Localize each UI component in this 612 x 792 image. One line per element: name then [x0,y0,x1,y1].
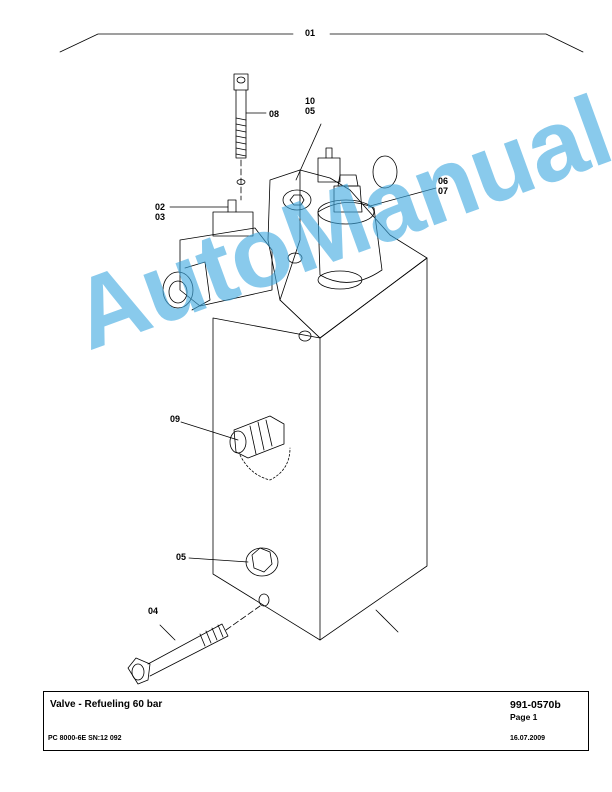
group-bracket-right [329,33,584,53]
test-coupling-09 [229,415,291,481]
part-label-08: 08 [269,109,280,119]
bolt-04 [127,623,229,685]
manifold-body [267,169,428,339]
washer-08 [236,179,246,185]
exploded-parts-drawing [59,33,584,685]
block-plug-lower [245,547,279,577]
part-label-06-07: 06 07 [438,176,449,196]
right-solenoid-coil [317,202,383,283]
part-label-05: 05 [176,552,187,562]
bolt-08 [233,73,249,159]
title-block: Valve - Refueling 60 bar 991-0570b Page … [43,691,589,751]
block-plug-upper [298,330,312,342]
document-title: Valve - Refueling 60 bar [50,699,163,710]
document-number: 991-0570b [510,699,561,711]
right-solenoid-connector [317,157,341,183]
group-callout: 01 [305,28,316,38]
manifold-port [287,252,303,264]
part-label-09: 09 [170,414,181,424]
machine-model: PC 8000-6E SN:12 092 [48,735,122,742]
page-number: Page 1 [510,712,538,722]
right-solenoid-knob [372,155,398,189]
part-label-02-03: 02 03 [155,202,166,222]
left-solenoid-coil [179,227,273,307]
document-date: 16.07.2009 [510,735,546,742]
hex-plug [282,189,312,211]
part-label-04: 04 [148,606,159,616]
group-bracket-left [59,33,294,53]
block-plug-bottom [258,593,270,607]
left-solenoid-knob [162,271,194,309]
part-label-10-05: 10 05 [305,96,316,116]
left-solenoid-connector [212,211,254,237]
